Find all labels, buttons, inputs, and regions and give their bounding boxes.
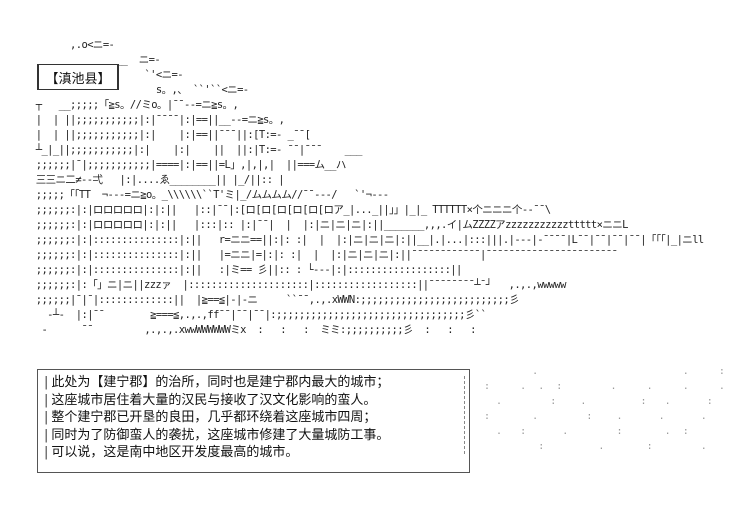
ascii-city-artwork: ,.o<ニ=- ___________ ニ=- `'<ニ=- s。,、 ``'`…	[30, 38, 705, 338]
artwork-line: -┴- |:|¯¯ ≧===≦,.,.,ff¯¯|¯¯|¯¯|:;;;;;;;;…	[30, 309, 487, 321]
narration-line: 这座城市居住着大量的汉民与接收了汉文化影响的蛮人。	[44, 392, 461, 410]
artwork-line: ,.o<ニ=-	[30, 39, 115, 51]
artwork-line: `'<ニ=-	[144, 69, 183, 81]
artwork-line: | | ||;;;;;;;;;;;|:|¯¯¯¯|:|==||__--=ニ≧s。…	[30, 114, 285, 126]
artwork-line: ;;;;;;:|:|ロロロロロ|:|:|| |:::|:: |:|¯¯| | |…	[30, 219, 629, 231]
artwork-line: - ¯¯ ,.,.,.xwwWWWWWWミx : : : ミミ:;;;;;;;;…	[30, 324, 476, 336]
narration-line: 同时为了防御蛮人的袭扰，这座城市修建了大量城防工事。	[44, 427, 461, 445]
artwork-line: ┴_|_||;;;;;;;;;;;|:| |:| || ||:|T:=- ¯¯|…	[30, 144, 363, 156]
box-edge-rule	[464, 376, 465, 454]
artwork-line: ;;;;;「「TT ¬---=ニ≧o。_\\\\\\``T'ミ|_/ムムムム//…	[30, 189, 389, 201]
artwork-line: s。,、 ``'``<ニ=-	[30, 84, 249, 96]
artwork-line: ___________ ニ=-	[30, 54, 161, 66]
artwork-line: ;;;;;;:|:|:::::::::::::::|:|| :|ミ== 彡||:…	[30, 264, 468, 276]
artwork-line: ;;;;;;:|:|:::::::::::::::|:|| |=ニニ|=|:|:…	[30, 249, 618, 261]
artwork-line: 三三ニ二≠--弌 |:|....ゑ________|| |_/||:: |	[30, 174, 285, 186]
dotted-ground-decoration: . . : : . . : . . . . . : . : . : : . : …	[484, 366, 725, 452]
place-name-label: 【滇池县】	[37, 64, 119, 90]
artwork-line: ;;;;;;:|:|ロロロロロ|:|:|| |::|¯¯|:[ロ[ロ[ロ[ロ[ロ…	[30, 204, 551, 216]
narration-line: 此处为【建宁郡】的治所，同时也是建宁郡内最大的城市；	[44, 374, 461, 392]
artwork-line: ;;;;;;:|:|:::::::::::::::|:|| r=ニニ==||:|…	[30, 234, 705, 246]
artwork-line: | | ||;;;;;;;;;;;|:| |:|==||¯¯¯||:[T:=- …	[30, 129, 311, 141]
narration-line: 可以说，这是南中地区开发度最高的城市。	[44, 444, 461, 462]
artwork-line: ┬ __;;;;;「≧s。//ミo。|¯¯--=ニ≧s。,	[30, 99, 239, 111]
artwork-line: ;;;;;;:|:「」ニ|ニ||zzzァ |::::::::::::::::::…	[30, 279, 567, 291]
artwork-line: ;;;;;;|¯|;;;;;;;;;;;|====|:|==||=L」,|,|,…	[30, 159, 347, 171]
narration-box: 此处为【建宁郡】的治所，同时也是建宁郡内最大的城市； 这座城市居住着大量的汉民与…	[37, 369, 470, 473]
narration-line: 整个建宁郡已开垦的良田，几乎都环绕着这座城市四周；	[44, 409, 461, 427]
artwork-line: ;;;;;;|¯|¯|:::::::::::::|| |≧==≦|-|-ニ ``…	[30, 294, 520, 306]
